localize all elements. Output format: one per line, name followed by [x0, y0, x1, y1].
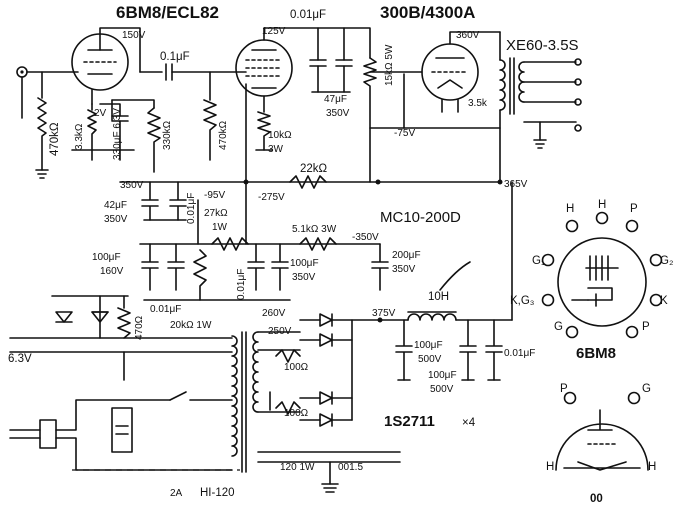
pin-g-bl: G — [554, 321, 563, 333]
pin-300b-bottom: 00 — [590, 493, 603, 505]
r-001: 001.5 — [338, 462, 363, 473]
r-470: 470Ω — [134, 315, 145, 340]
basing-6bm8 — [541, 211, 663, 339]
r-5-1k: 5.1kΩ 3W — [292, 224, 337, 235]
r-3-3k: 3.3kΩ — [74, 123, 85, 150]
title-6bm8-ecl82: 6BM8/ECL82 — [116, 3, 219, 22]
r-27k: 27kΩ — [204, 208, 228, 219]
pin-300b-h-right: H — [648, 461, 656, 473]
r-100-b: 100Ω — [284, 408, 309, 419]
c-0-01-c: 0.01μF — [186, 193, 197, 224]
v-125: 125V — [262, 26, 286, 37]
v-260: 260V — [262, 308, 286, 319]
fuse-2a: 2A — [170, 488, 183, 499]
r-20k: 20kΩ 1W — [170, 320, 212, 331]
r-22k: 22kΩ — [300, 163, 328, 175]
label-3-5k: 3.5k — [468, 98, 488, 109]
pin-p-br: P — [642, 321, 650, 333]
output-transformer — [499, 31, 582, 183]
c-0-01-a: 0.01μF — [290, 9, 326, 21]
v-360: 360V — [456, 30, 480, 41]
label-mc10: MC10-200D — [380, 209, 461, 226]
r-330k: 330kΩ — [162, 120, 173, 150]
label-xe60: XE60-3.5S — [506, 37, 579, 54]
v-6-3: 6.3V — [8, 353, 32, 365]
r-10k: 10kΩ — [268, 130, 292, 141]
c-100-500-a-v: 500V — [418, 354, 442, 365]
c-100-350: 100μF — [290, 258, 319, 269]
title-300b: 300B/4300A — [380, 3, 475, 22]
label-diode-count: ×4 — [462, 417, 476, 429]
v-365: 365V — [504, 179, 528, 190]
v-75: -75V — [394, 128, 415, 139]
c-0-01-f: 0.01μF — [504, 348, 535, 359]
c-100-160: 100μF — [92, 252, 121, 263]
v-2: 2V — [94, 108, 107, 119]
pin-300b-p: P — [560, 383, 568, 395]
c-330: 330μF 6.3V — [112, 108, 123, 160]
label-hi120: HI-120 — [200, 487, 235, 499]
c-47: 47μF — [324, 94, 347, 105]
c-100-500-a: 100μF — [414, 340, 443, 351]
tube-6bm8-triode — [71, 33, 129, 105]
c-42-v: 350V — [104, 214, 128, 225]
basing-300b — [555, 391, 649, 471]
c-0-01-d: 0.01μF — [150, 304, 181, 315]
c-100-500-b-v: 500V — [430, 384, 454, 395]
pin-g2: G₂ — [660, 255, 673, 267]
c-100-500-b: 100μF — [428, 370, 457, 381]
pin-k-g3: K,G₃ — [510, 295, 535, 307]
c-47-v: 350V — [326, 108, 350, 119]
c-42: 42μF — [104, 200, 127, 211]
pin-300b-h-left: H — [546, 461, 554, 473]
v-150: 150V — [122, 30, 146, 41]
r-10k-w: 3W — [268, 144, 284, 155]
c-100-160-v: 160V — [100, 266, 124, 277]
r-15k: 15kΩ 5W — [384, 44, 395, 86]
pin-k: K — [660, 295, 668, 307]
v-350: 350V — [120, 180, 144, 191]
pin-g1: G₁ — [532, 255, 545, 267]
pin-p-top: P — [630, 203, 638, 215]
c-100-350-v: 350V — [292, 272, 316, 283]
r-100-a: 100Ω — [284, 362, 309, 373]
r-27k-w: 1W — [212, 222, 228, 233]
v-250: 250V — [268, 326, 292, 337]
label-10h: 10H — [428, 291, 449, 303]
r-120: 120 1W — [280, 462, 315, 473]
v-375: 375V — [372, 308, 396, 319]
c-0-01-e: 0.01μF — [236, 269, 247, 300]
v-350b: -350V — [352, 232, 379, 243]
tube-6bm8-pentode — [235, 39, 293, 97]
c-0-1: 0.1μF — [160, 51, 190, 63]
r-470k-in: 470kΩ — [49, 122, 61, 156]
pin-h-top: H — [598, 199, 606, 211]
pin-h-left: H — [566, 203, 574, 215]
pin-300b-g: G — [642, 383, 651, 395]
label-6bm8-basing: 6BM8 — [576, 345, 616, 362]
power-transformer — [231, 331, 259, 473]
label-1s2711: 1S2711 — [384, 413, 435, 430]
v-275: -275V — [258, 192, 285, 203]
r-470k: 470kΩ — [218, 120, 229, 150]
c-200-v: 350V — [392, 264, 416, 275]
c-200: 200μF — [392, 250, 421, 261]
v-95: -95V — [204, 190, 225, 201]
